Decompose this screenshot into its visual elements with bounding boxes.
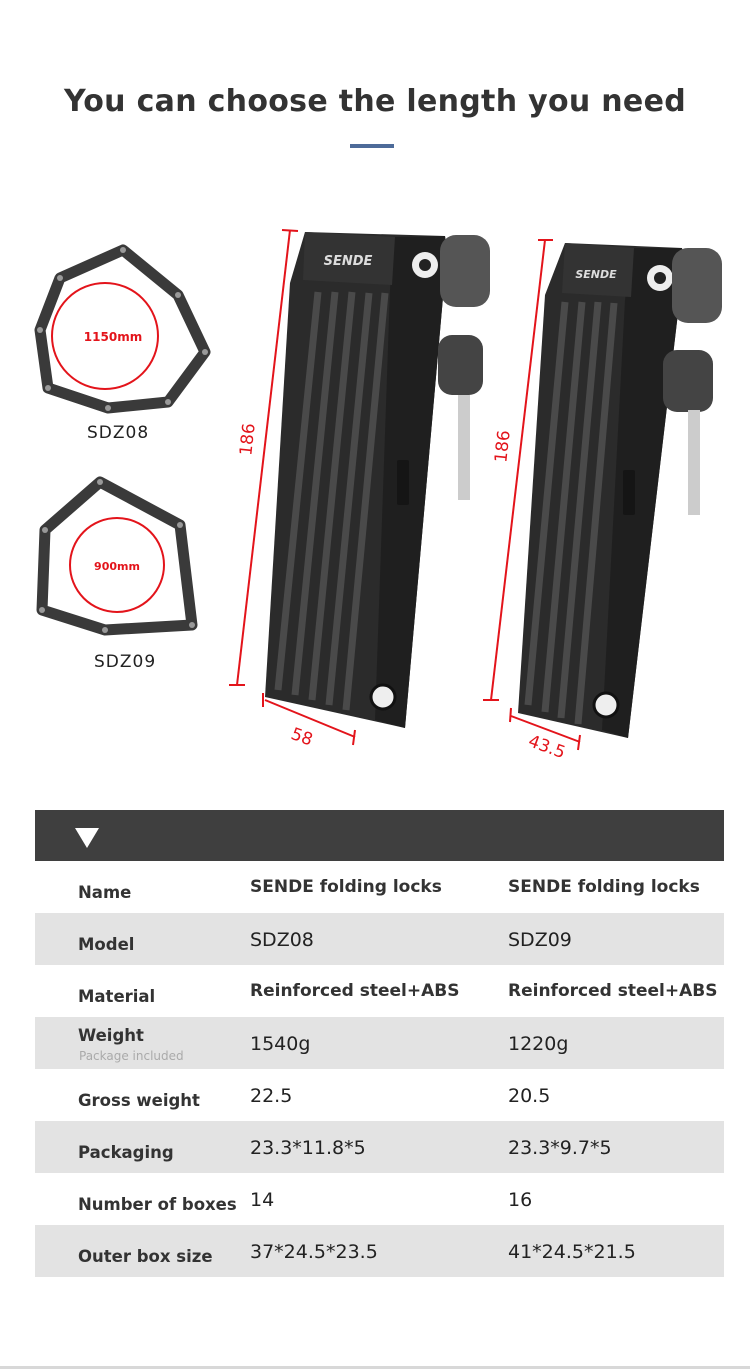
height-dimension: 186 <box>491 429 514 463</box>
sdz08-value: 23.3*11.8*5 <box>250 1137 366 1159</box>
sdz09-value: 16 <box>508 1189 533 1211</box>
sdz09-value: Reinforced steel+ABS <box>508 981 718 1001</box>
page-divider <box>0 1366 750 1369</box>
sdz09-value: 41*24.5*21.5 <box>508 1241 636 1263</box>
chain-model-label: SDZ09 <box>94 652 157 672</box>
table-row: Packaging 23.3*11.8*5 23.3*9.7*5 <box>35 1121 724 1173</box>
table-row: Name SENDE folding locks SENDE folding l… <box>35 861 724 913</box>
table-row: Material Reinforced steel+ABS Reinforced… <box>35 965 724 1017</box>
sdz08-value: 14 <box>250 1189 275 1211</box>
sdz09-value: SENDE folding locks <box>508 877 700 897</box>
brand-logo: SENDE <box>575 268 617 281</box>
width-dimension: 58 <box>288 724 315 750</box>
sdz08-value: 37*24.5*23.5 <box>250 1241 378 1263</box>
sdz09-value: 23.3*9.7*5 <box>508 1137 612 1159</box>
chain-sdz08-image: 1150mm <box>34 244 211 414</box>
height-dimension: 186 <box>236 422 259 456</box>
width-dimension: 43.5 <box>526 731 568 763</box>
sdz09-value: 20.5 <box>508 1085 551 1107</box>
row-label: Weight <box>78 1026 144 1045</box>
row-label: Packaging <box>78 1143 174 1162</box>
table-header <box>35 810 724 861</box>
chain-length-label: 900mm <box>94 560 140 573</box>
sdz08-value: SENDE folding locks <box>250 877 442 897</box>
product-illustration: 1150mm 900mm SENDE 186 58 <box>34 229 722 763</box>
title-underline <box>350 144 394 148</box>
triangle-down-icon <box>75 828 99 848</box>
table-row: Number of boxes 14 16 <box>35 1173 724 1225</box>
sdz08-value: 1540g <box>250 1033 311 1055</box>
sdz09-value: 1220g <box>508 1033 569 1055</box>
chain-length-label: 1150mm <box>84 330 142 344</box>
row-label: Material <box>78 987 156 1006</box>
chain-sdz09-image: 900mm <box>36 476 198 636</box>
lock-sdz08-image: SENDE 186 58 <box>229 229 490 750</box>
table-row: Weight Package included 1540g 1220g <box>35 1017 724 1069</box>
row-label: Outer box size <box>78 1247 213 1266</box>
spec-table: Name SENDE folding locks SENDE folding l… <box>35 810 724 1277</box>
table-row: Gross weight 22.5 20.5 <box>35 1069 724 1121</box>
row-label: Gross weight <box>78 1091 200 1110</box>
lock-sdz09-image: SENDE 186 43.5 <box>483 239 722 763</box>
sdz09-value: SDZ09 <box>508 929 572 951</box>
table-row: Outer box size 37*24.5*23.5 41*24.5*21.5 <box>35 1225 724 1277</box>
chain-model-label: SDZ08 <box>87 423 150 443</box>
row-label: Name <box>78 883 132 902</box>
brand-logo: SENDE <box>324 254 373 269</box>
row-label: Model <box>78 935 135 954</box>
sdz08-value: SDZ08 <box>250 929 314 951</box>
sdz08-value: Reinforced steel+ABS <box>250 981 460 1001</box>
page-title: You can choose the length you need <box>63 84 686 119</box>
row-note: Package included <box>79 1049 184 1063</box>
table-row: Model SDZ08 SDZ09 <box>35 913 724 965</box>
sdz08-value: 22.5 <box>250 1085 293 1107</box>
row-label: Number of boxes <box>78 1195 237 1214</box>
